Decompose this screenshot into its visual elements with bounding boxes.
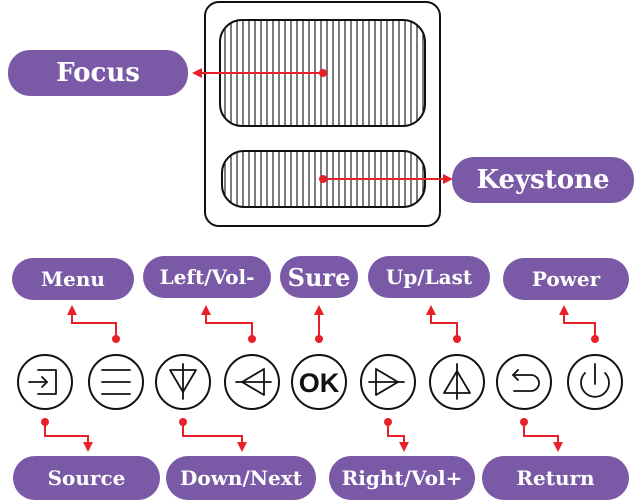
left-vol-label-text: Left/Vol- [159, 265, 255, 289]
up-icon [443, 363, 471, 400]
source-label: Source [13, 456, 160, 500]
left-button[interactable] [224, 354, 280, 410]
return-leader [520, 418, 563, 452]
down-button[interactable] [155, 354, 211, 410]
source-leader [41, 418, 93, 452]
power-leader [559, 305, 599, 343]
right-button[interactable] [360, 354, 416, 410]
return-button[interactable] [496, 354, 552, 410]
down-icon [169, 363, 197, 400]
return-label-text: Return [516, 466, 595, 490]
focus-label-text: Focus [56, 58, 140, 88]
right-vol-label: Right/Vol+ [329, 456, 475, 500]
return-icon [512, 369, 540, 392]
left-vol-leader [201, 305, 256, 343]
focus-label: Focus [8, 50, 188, 96]
menu-label: Menu [12, 258, 134, 300]
ok-button[interactable]: OK [291, 354, 347, 410]
up-last-label: Up/Last [368, 256, 490, 298]
sure-leader [314, 305, 324, 343]
menu-label-text: Menu [41, 267, 105, 291]
keystone-label: Keystone [452, 157, 634, 203]
keystone-label-text: Keystone [476, 165, 610, 195]
left-icon [235, 368, 272, 396]
left-vol-label: Left/Vol- [143, 256, 271, 298]
up-button[interactable] [429, 354, 485, 410]
down-next-label: Down/Next [166, 456, 316, 500]
power-icon [580, 363, 610, 398]
down-next-leader [179, 418, 247, 452]
power-label: Power [503, 258, 629, 300]
source-label-text: Source [47, 466, 126, 490]
down-next-label-text: Down/Next [180, 466, 302, 490]
menu-icon [101, 369, 131, 395]
sure-label-text: Sure [287, 262, 351, 292]
ok-icon: OK [299, 368, 340, 398]
source-icon [28, 369, 57, 395]
right-vol-leader [384, 418, 409, 452]
power-label-text: Power [531, 267, 601, 291]
up-last-label-text: Up/Last [385, 265, 473, 289]
sure-label: Sure [280, 256, 358, 298]
up-last-leader [426, 305, 461, 343]
source-button[interactable] [17, 354, 73, 410]
return-label: Return [482, 456, 629, 500]
menu-button[interactable] [88, 354, 144, 410]
menu-leader [67, 305, 120, 343]
right-icon [368, 368, 405, 396]
right-vol-label-text: Right/Vol+ [341, 466, 463, 490]
power-button[interactable] [567, 354, 623, 410]
